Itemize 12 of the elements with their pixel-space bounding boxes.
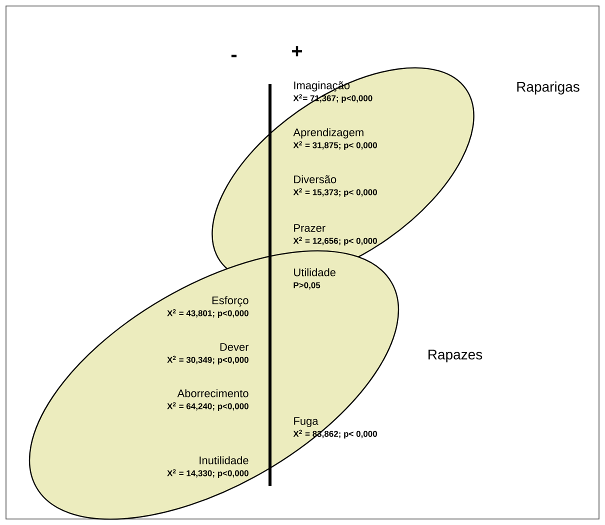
item-label: Diversão X$^{2}$ = 15,373; p< 0,000 [293, 175, 377, 197]
node-label: Rapazes [428, 350, 482, 362]
sign-label: - [231, 54, 237, 58]
sign-label: + [292, 46, 302, 56]
item-label: Prazer X$^{2}$ = 12,656; p< 0,000 [293, 224, 377, 246]
item-label: Esforço X$^{2}$ = 43,801; p<0,000 [167, 296, 248, 318]
item-label: Dever X$^{2}$ = 30,349; p<0,000 [167, 343, 249, 365]
item-label: Inutilidade X$^{2}$ = 14,330; p<0,000 [167, 456, 248, 478]
item-label: Utilidade P>0,05 [294, 268, 336, 290]
node-label: Raparigas [517, 81, 580, 95]
item-label: Aborrecimento X$^{2}$ = 64,240; p<0,000 [167, 389, 248, 411]
item-label: Aprendizagem X$^{2}$ = 31,875; p< 0,000 [293, 128, 377, 150]
